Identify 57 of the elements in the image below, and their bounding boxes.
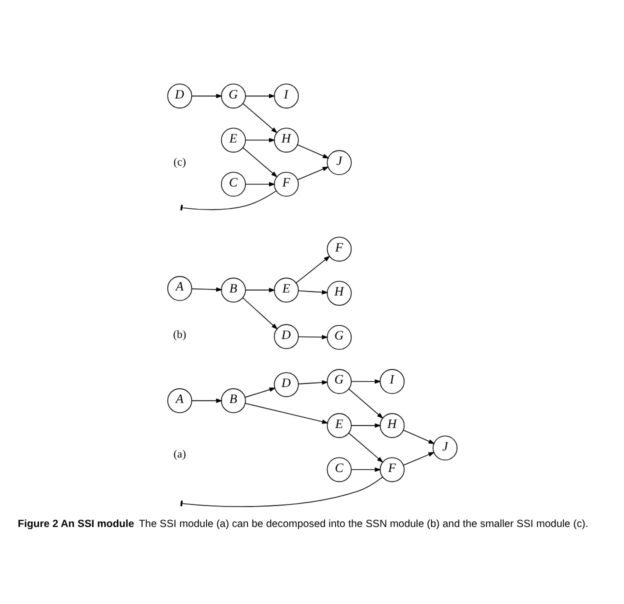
node-circle: E [221, 127, 246, 152]
arrow [245, 93, 276, 98]
arrow [244, 402, 329, 424]
node-circle: C [221, 171, 246, 196]
node-circle: E [274, 277, 299, 302]
node-circle: F [326, 236, 352, 262]
node-circle: H [274, 127, 299, 152]
arrow [296, 255, 330, 283]
node-circle: D [274, 372, 299, 397]
arrow [351, 466, 382, 472]
arrow [348, 388, 384, 418]
connector [182, 476, 383, 506]
node-circle: H [380, 412, 405, 438]
label: (c) [173, 156, 186, 168]
node-circle: F [380, 456, 405, 482]
arrow [297, 166, 329, 180]
arrow [245, 182, 276, 186]
connector [182, 190, 277, 210]
node-circle: I [380, 368, 405, 394]
node-circle: E [326, 412, 352, 438]
arrow [191, 398, 223, 402]
arrow [244, 386, 276, 398]
node-circle: I [274, 83, 299, 108]
arrow [191, 93, 223, 98]
node-circle: D [167, 83, 192, 108]
arrow [245, 287, 276, 292]
node-circle: H [326, 280, 352, 306]
arrow [242, 102, 278, 133]
arrow [242, 146, 278, 177]
arrow [245, 137, 276, 142]
node-circle: A [167, 388, 192, 413]
caption: The SSI module (a) can be decomposed into the SSN module (b) and the smaller SSI module (c). [138, 518, 588, 530]
label: (a) [173, 448, 186, 460]
node-circle: B [221, 388, 246, 413]
node-circle: F [274, 171, 299, 196]
node-circle: J [432, 435, 458, 460]
arrow [298, 334, 328, 339]
arrow [403, 452, 435, 466]
diagram-title: Figure 2 An SSI module [18, 518, 134, 530]
node-circle: J [326, 150, 352, 175]
arrow [191, 286, 223, 292]
label: (b) [173, 328, 186, 340]
arrow [351, 422, 382, 428]
arrow [402, 429, 436, 444]
node-circle: G [326, 368, 352, 394]
arrow [242, 296, 278, 330]
arrow [298, 290, 328, 294]
arrow [348, 432, 384, 462]
node-circle: C [326, 456, 352, 482]
node-circle: G [326, 324, 352, 350]
node-circle: G [221, 83, 246, 108]
arrow [351, 378, 382, 384]
node-circle: D [274, 324, 299, 348]
node-circle: A [167, 276, 192, 300]
node-circle: B [221, 277, 246, 302]
arrow [297, 144, 330, 158]
arrow [298, 380, 328, 384]
